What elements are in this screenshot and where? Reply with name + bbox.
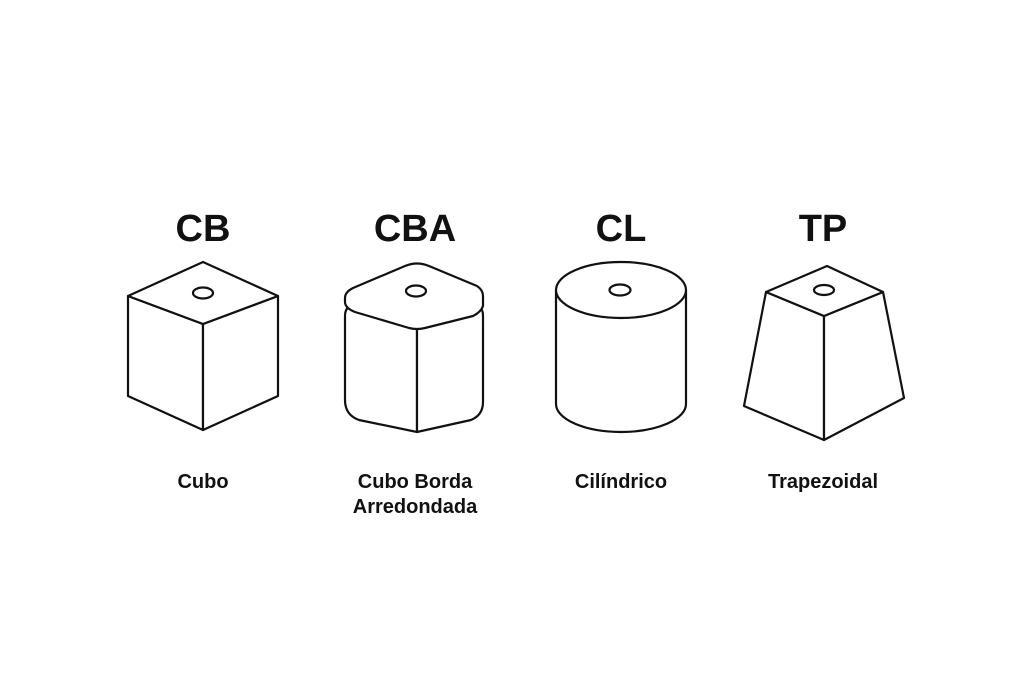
- shape-cube: CB Cubo: [103, 0, 303, 683]
- shape-label: Cubo: [103, 470, 303, 495]
- shape-label-line: Arredondada: [352, 496, 478, 518]
- shape-code: CL: [595, 208, 647, 250]
- cube-icon: [126, 260, 280, 432]
- shape-label-line: Cubo: [177, 471, 229, 493]
- rounded-cube-icon: [343, 262, 485, 434]
- shape-label-line: Cubo Borda: [357, 471, 473, 493]
- shape-label: Cubo Borda Arredondada: [315, 470, 515, 520]
- shape-rounded-cube: CBA Cubo Borda Arredondada: [315, 0, 515, 683]
- shape-code: CBA: [373, 208, 457, 250]
- shape-code: CB: [175, 208, 231, 250]
- shape-trapezoid: TP Trapezoidal: [723, 0, 923, 683]
- shape-label: Trapezoidal: [723, 470, 923, 495]
- cylinder-icon: [554, 260, 688, 434]
- trapezoid-icon: [742, 264, 906, 442]
- shape-cylinder: CL Cilíndrico: [521, 0, 721, 683]
- shape-code: TP: [798, 208, 848, 250]
- shape-label: Cilíndrico: [521, 470, 721, 495]
- shape-label-line: Cilíndrico: [574, 471, 668, 493]
- shape-label-line: Trapezoidal: [767, 471, 879, 493]
